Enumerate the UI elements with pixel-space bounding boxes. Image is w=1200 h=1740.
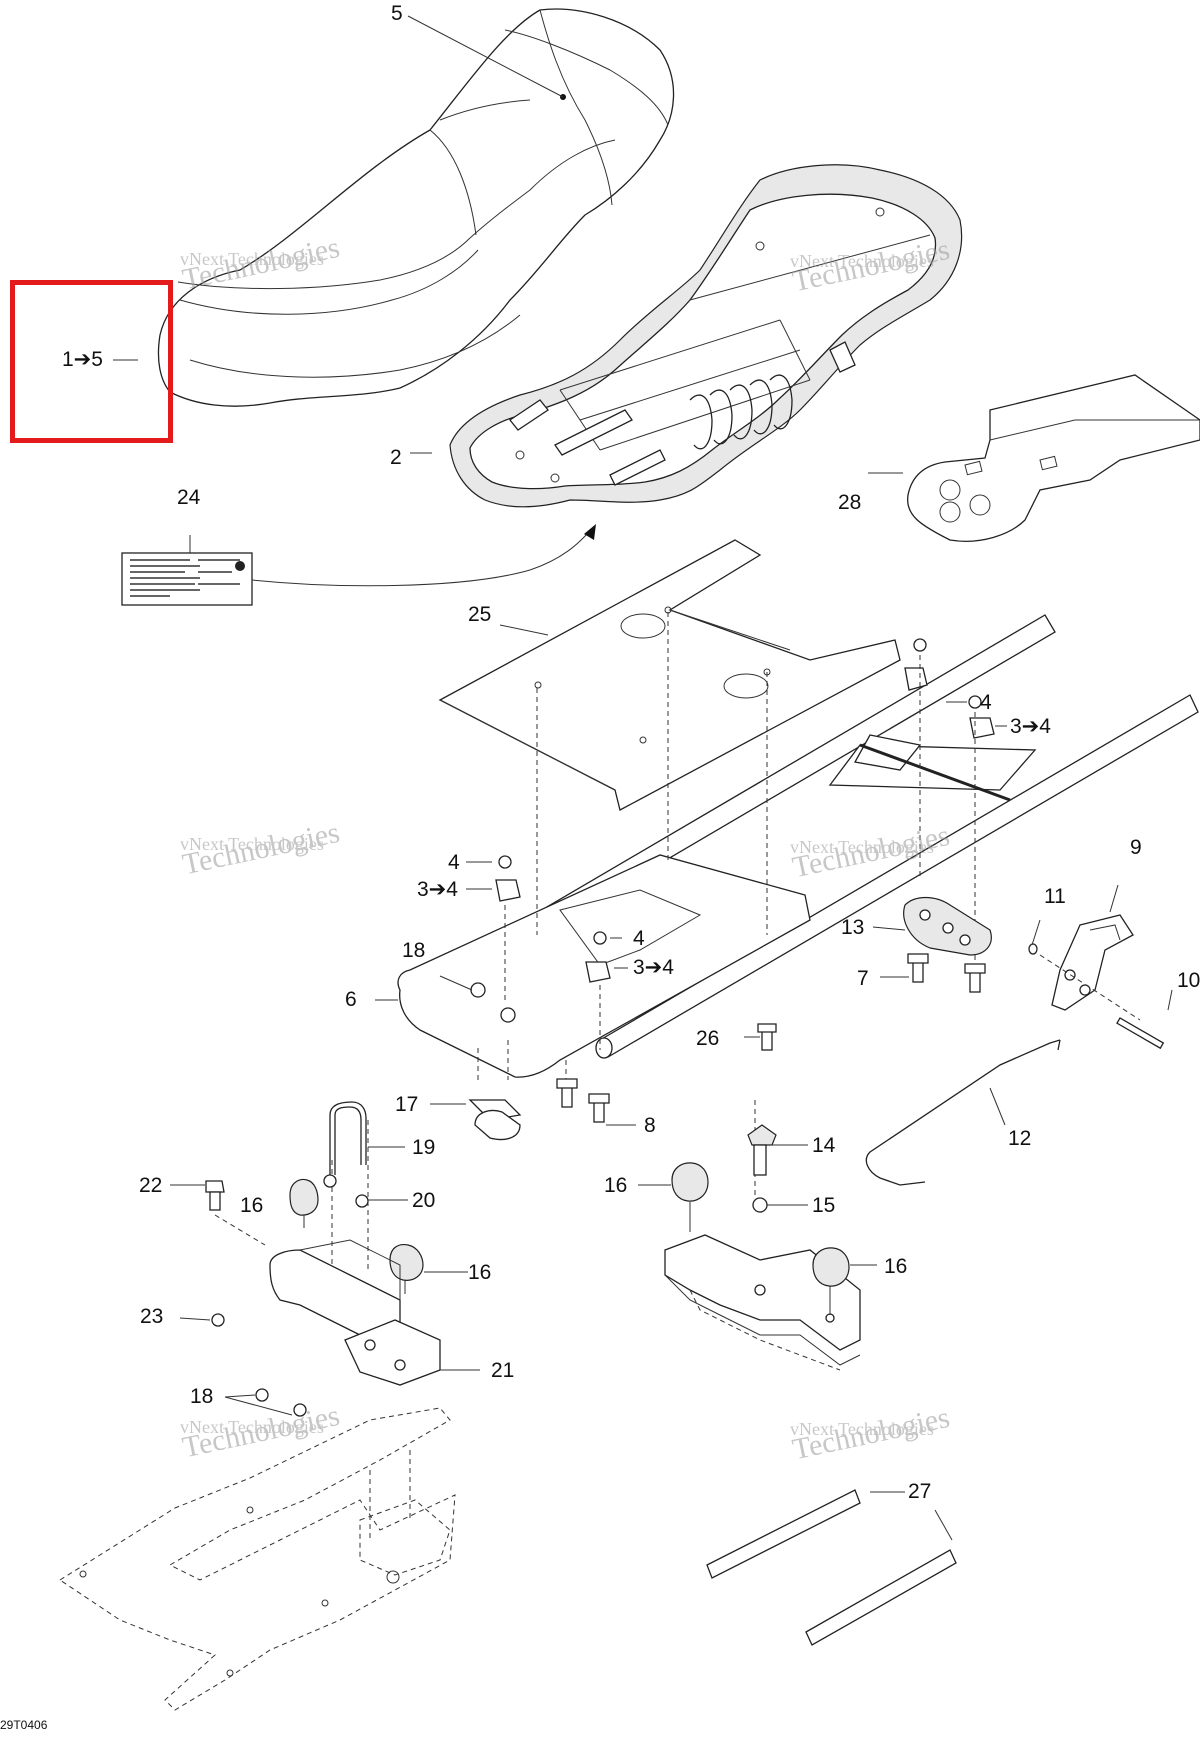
callout-25: 25 xyxy=(468,603,492,626)
seat-base xyxy=(410,164,963,508)
callout-3-to-4-c: 3➔4 xyxy=(633,956,674,979)
callout-10: 10 xyxy=(1177,969,1200,992)
watermark: vNext Technologies Technologies xyxy=(179,815,343,882)
callout-14: 14 xyxy=(812,1134,836,1157)
callout-9: 9 xyxy=(1130,836,1142,859)
watermark: vNext Technologies Technologies xyxy=(179,1398,343,1465)
callout-26: 26 xyxy=(696,1027,720,1050)
heat-shield xyxy=(438,539,901,811)
callout-4-c: 4 xyxy=(633,927,645,950)
watermark: vNext Technologies Technologies xyxy=(789,1400,953,1467)
callout-16-c: 16 xyxy=(468,1261,492,1284)
callout-4-a: 4 xyxy=(980,691,992,714)
frame-reference-outline xyxy=(59,1407,456,1711)
callout-16-b: 16 xyxy=(604,1174,628,1197)
front-mount-assembly xyxy=(638,1124,877,1371)
watermark: vNext Technologies Technologies xyxy=(789,818,953,885)
seat-template xyxy=(868,374,1200,542)
callout-3-to-4-b: 3➔4 xyxy=(417,878,458,901)
bolts xyxy=(556,953,986,1126)
callout-22: 22 xyxy=(139,1174,163,1197)
warning-label xyxy=(121,524,596,606)
callout-7: 7 xyxy=(857,967,869,990)
callout-18-a: 18 xyxy=(402,939,426,962)
callout-24: 24 xyxy=(177,486,201,509)
watermark: vNext Technologies Technologies xyxy=(179,230,343,297)
callout-2: 2 xyxy=(390,446,402,469)
callout-27: 27 xyxy=(908,1480,932,1503)
runner-strips xyxy=(706,1489,957,1646)
mount-bracket xyxy=(430,1099,522,1141)
callout-21: 21 xyxy=(491,1359,515,1382)
callout-16-d: 16 xyxy=(884,1255,908,1278)
latch-bracket xyxy=(872,896,992,956)
callout-12: 12 xyxy=(1008,1127,1032,1150)
callout-6: 6 xyxy=(345,988,357,1011)
seat-latch xyxy=(1028,884,1173,1050)
callout-28: 28 xyxy=(838,491,862,514)
callout-23: 23 xyxy=(140,1305,164,1328)
callout-11: 11 xyxy=(1044,885,1066,908)
callout-1-to-5: 1➔5 xyxy=(62,348,103,371)
rear-bracket-assembly xyxy=(170,1101,480,1417)
callout-5: 5 xyxy=(391,2,403,25)
sheet-code: 29T0406 xyxy=(0,1718,48,1732)
fasteners xyxy=(439,638,1007,1023)
callout-20: 20 xyxy=(412,1189,436,1212)
callout-15: 15 xyxy=(812,1194,836,1217)
callout-18-b: 18 xyxy=(190,1385,214,1408)
callout-19: 19 xyxy=(412,1136,436,1159)
callout-13: 13 xyxy=(841,916,865,939)
watermark: vNext Technologies Technologies xyxy=(789,232,953,299)
callout-4-b: 4 xyxy=(448,851,460,874)
callout-16-a: 16 xyxy=(240,1194,264,1217)
callout-3-to-4-a: 3➔4 xyxy=(1010,715,1051,738)
seat-cover xyxy=(157,8,675,407)
prop-rod xyxy=(865,1039,1061,1186)
highlight-box xyxy=(10,280,173,443)
callout-17: 17 xyxy=(395,1093,419,1116)
callout-8: 8 xyxy=(644,1114,656,1137)
